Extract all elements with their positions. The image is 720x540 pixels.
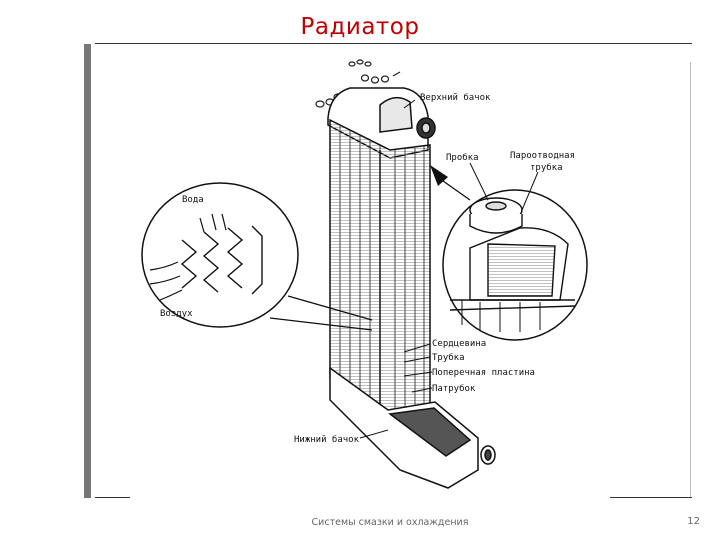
- right-frame-line: [690, 62, 691, 498]
- fin-detail-inset: [141, 182, 373, 331]
- slide-title: Радиатор: [300, 14, 420, 40]
- bottom-right-rule: [610, 497, 692, 498]
- upper-tank: [327, 87, 436, 159]
- label-lower-tank: Нижний бачок: [294, 434, 360, 445]
- label-core: Сердцевина: [432, 339, 486, 349]
- label-pipe: Патрубок: [432, 383, 476, 394]
- label-vapor-tube-2: трубка: [530, 162, 563, 173]
- page-number: 12: [687, 516, 700, 527]
- cap-detail-inset: [430, 165, 588, 341]
- top-rule: [95, 43, 692, 44]
- label-plate: Поперечная пластина: [432, 368, 535, 378]
- bottom-left-rule: [95, 497, 130, 498]
- label-cap: Пробка: [446, 152, 479, 163]
- label-vapor-tube-1: Пароотводная: [510, 151, 575, 161]
- label-air: Воздух: [160, 309, 193, 319]
- lower-tank: [329, 366, 496, 489]
- radiator-core: [329, 118, 431, 419]
- label-upper-tank: Верхний бачок: [420, 92, 491, 103]
- label-tube: Трубка: [432, 352, 465, 363]
- leader-lines: [359, 99, 539, 439]
- slide-footer: Системы смазки и охлаждения: [311, 517, 469, 528]
- label-water: Вода: [182, 195, 204, 205]
- left-frame-bar: [84, 44, 91, 498]
